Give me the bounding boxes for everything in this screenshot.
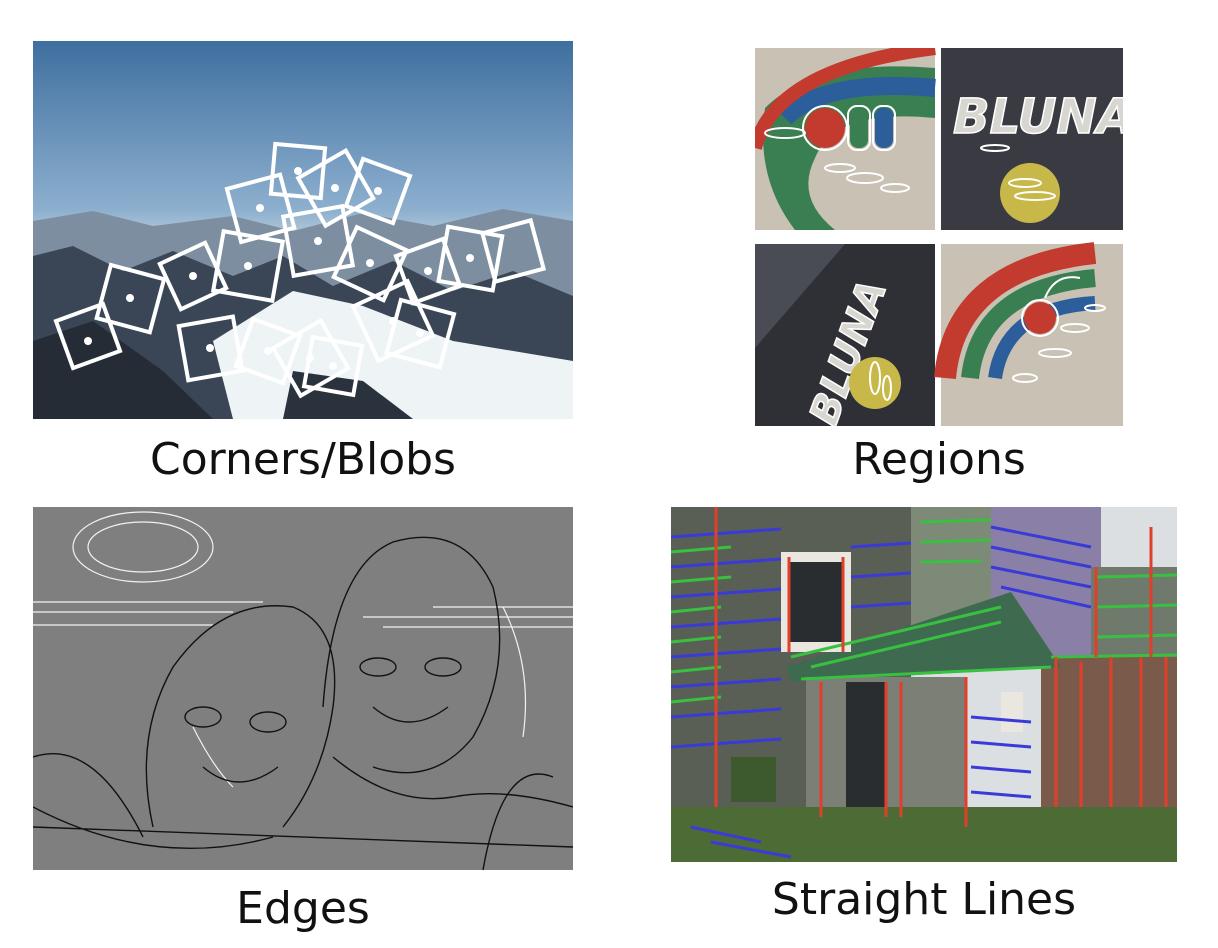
bluna-text-a: BLUNA — [953, 89, 1123, 145]
caption-straight-lines: Straight Lines — [771, 874, 1077, 925]
corners-blobs-image — [33, 41, 573, 419]
corner-features — [53, 141, 547, 399]
straight-lines-image — [671, 507, 1177, 862]
caption-regions: Regions — [852, 434, 1026, 485]
regions-image: BLUNA BLUNA — [755, 48, 1123, 426]
edges-image — [33, 507, 573, 870]
caption-edges: Edges — [236, 883, 370, 934]
caption-corners-blobs: Corners/Blobs — [150, 434, 456, 485]
